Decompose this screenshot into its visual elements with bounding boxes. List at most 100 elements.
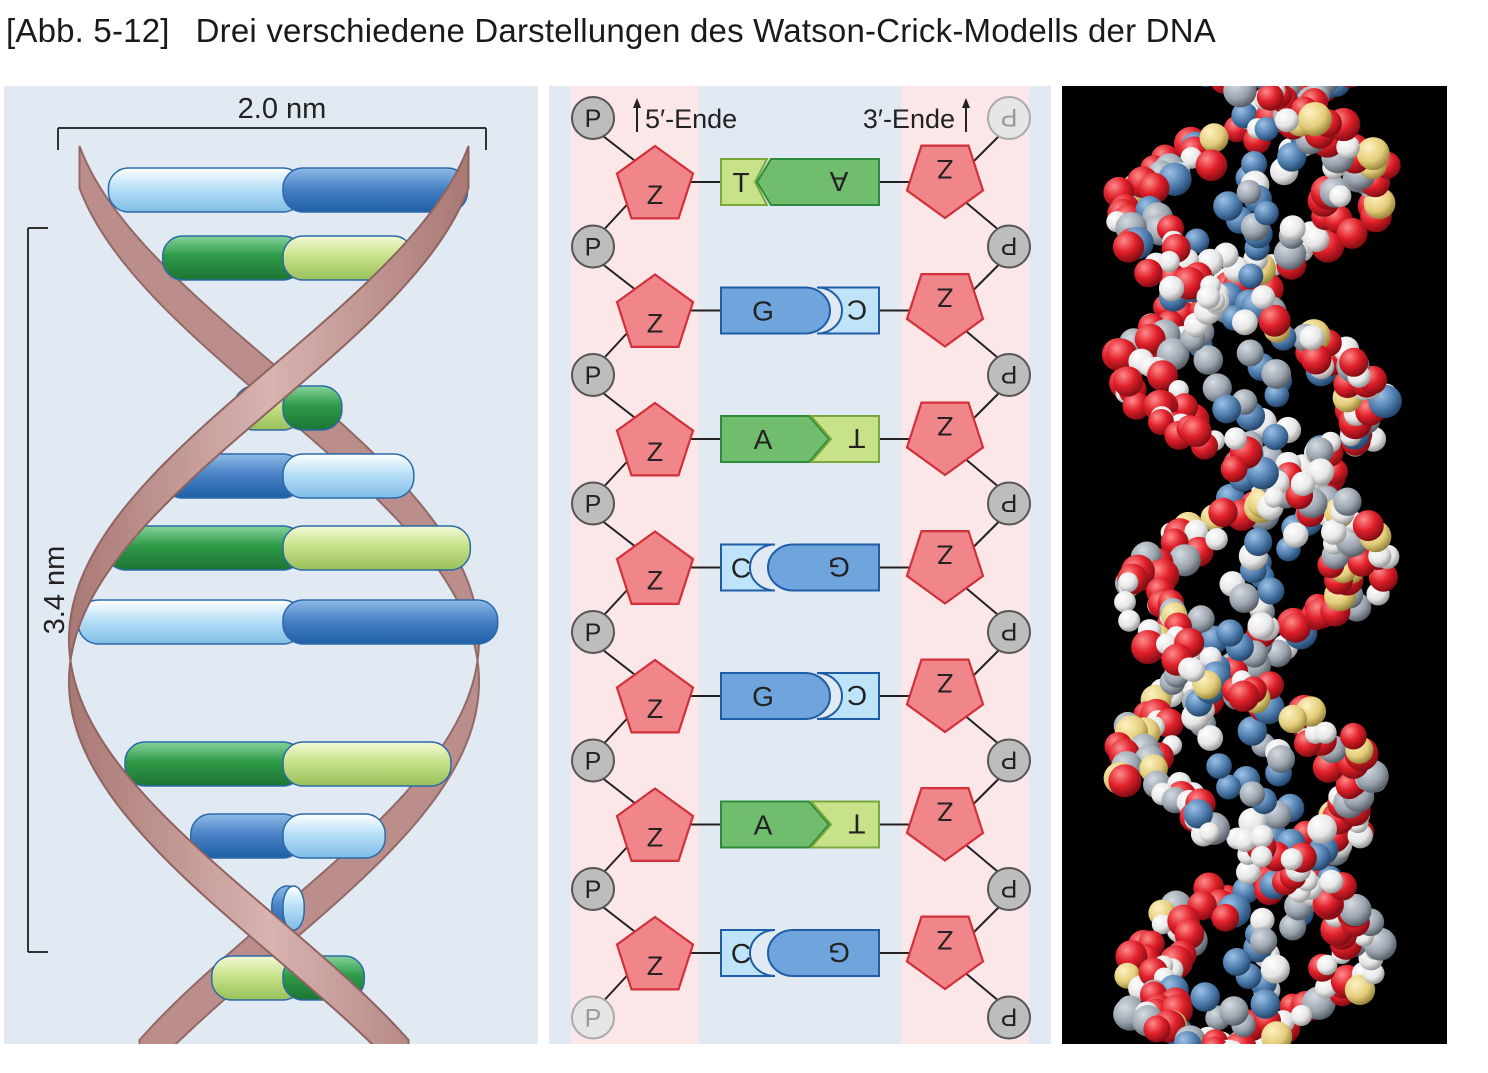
ribbon-model-drawing: 2.0 nm 3.4 nm [27, 93, 499, 1044]
phosphate: P [571, 353, 615, 397]
base-pair-rung [77, 599, 499, 645]
base-half-right [282, 453, 415, 499]
atom-sphere [1333, 487, 1362, 516]
atom-sphere [1196, 285, 1221, 309]
atom-sphere [1138, 172, 1170, 204]
base-half-right [282, 385, 343, 431]
phosphate-circle [571, 481, 615, 526]
atom-sphere [1216, 774, 1242, 800]
atom-sphere [1212, 394, 1242, 424]
atom-sphere [1260, 954, 1290, 984]
phosphate-label: P [1001, 360, 1018, 388]
base-right [816, 672, 880, 720]
atom-sphere [1336, 135, 1360, 159]
phosphate-circle [987, 867, 1031, 911]
atom-sphere [1250, 907, 1275, 933]
strand-link [962, 970, 998, 1001]
atom-sphere [1247, 612, 1275, 640]
base-left-label: G [752, 681, 774, 712]
atom-sphere [1314, 721, 1337, 744]
atom-sphere [1267, 745, 1296, 773]
atom-sphere [1183, 799, 1213, 829]
sugar-right [905, 658, 985, 734]
phosphate-circle [571, 610, 615, 654]
phosphate: P [571, 224, 615, 269]
phosphate-label: P [585, 1005, 602, 1033]
atom-sphere [1216, 619, 1244, 647]
phosphate-label: P [585, 362, 602, 390]
base-right [808, 800, 880, 849]
atom-sphere [1122, 392, 1151, 420]
sugar-left [615, 787, 695, 863]
phosphate-label: P [585, 234, 602, 262]
base-pair-rung [124, 741, 452, 787]
sugar-left-label: Z [647, 823, 664, 853]
atom-sphere [1278, 704, 1307, 734]
base-right-label: T [848, 809, 865, 840]
figure-title: Drei verschiedene Darstellungen des Wats… [195, 12, 1216, 49]
base-right [816, 286, 880, 335]
phosphate-label: P [585, 491, 602, 519]
atom-sphere [1158, 275, 1185, 302]
atom-sphere [1257, 577, 1285, 605]
base-right-label: C [847, 295, 867, 326]
strand-link [962, 199, 998, 230]
phosphate: P [571, 610, 615, 654]
phosphate: P [571, 738, 615, 783]
phosphate-circle [571, 867, 615, 911]
atom-sphere [1199, 822, 1220, 843]
sugar-right [905, 273, 985, 348]
phosphate: P [571, 995, 615, 1040]
atom-sphere [1250, 824, 1274, 848]
atom-sphere [1301, 344, 1332, 375]
ribbon-model-panel: 2.0 nm 3.4 nm [4, 86, 538, 1044]
atom-sphere [1151, 914, 1172, 935]
base-right-label: A [829, 166, 848, 197]
atom-sphere [1202, 1036, 1228, 1044]
atom-sphere [1236, 339, 1264, 367]
atom-sphere [1250, 989, 1281, 1019]
atom-sphere [1251, 285, 1276, 310]
atom-sphere [1181, 416, 1212, 448]
atom-sphere [1274, 108, 1299, 133]
width-label: 2.0 nm [238, 93, 327, 125]
sugar-left [615, 915, 695, 991]
three-prime-label: 3′-Ende [863, 104, 955, 134]
atom-sphere [1237, 716, 1267, 746]
atom-sphere [1250, 927, 1278, 955]
phosphate-circle [987, 610, 1031, 654]
atom-sphere [1352, 510, 1384, 542]
atom-sphere [1239, 781, 1266, 807]
backbone-ribbon-a [68, 145, 470, 1044]
five-prime-label: 5′-Ende [645, 104, 737, 134]
sugar-left [615, 144, 695, 220]
atom-sphere [1339, 893, 1372, 927]
sugar-right [905, 144, 985, 220]
strand-link [602, 649, 640, 679]
phosphate: P [987, 995, 1031, 1040]
atom-sphere [1329, 185, 1352, 208]
atom-sphere [1143, 1015, 1171, 1043]
sugar-left [615, 658, 695, 734]
atom-sphere [1297, 102, 1332, 136]
base-left [720, 800, 831, 849]
base-left [720, 543, 776, 592]
atom-sphere [1261, 1021, 1293, 1044]
phosphate-label: P [1001, 232, 1018, 260]
strand-link [962, 713, 998, 744]
atom-sphere [1197, 725, 1224, 751]
phosphate-label: P [1001, 489, 1018, 517]
atom-sphere [1280, 612, 1311, 643]
phosphate-label: P [585, 876, 602, 904]
phosphate-label: P [585, 619, 602, 647]
atom-sphere [1250, 845, 1273, 868]
pitch-dimension [27, 227, 48, 953]
atom-sphere [1223, 86, 1257, 108]
strand-link [962, 327, 998, 358]
